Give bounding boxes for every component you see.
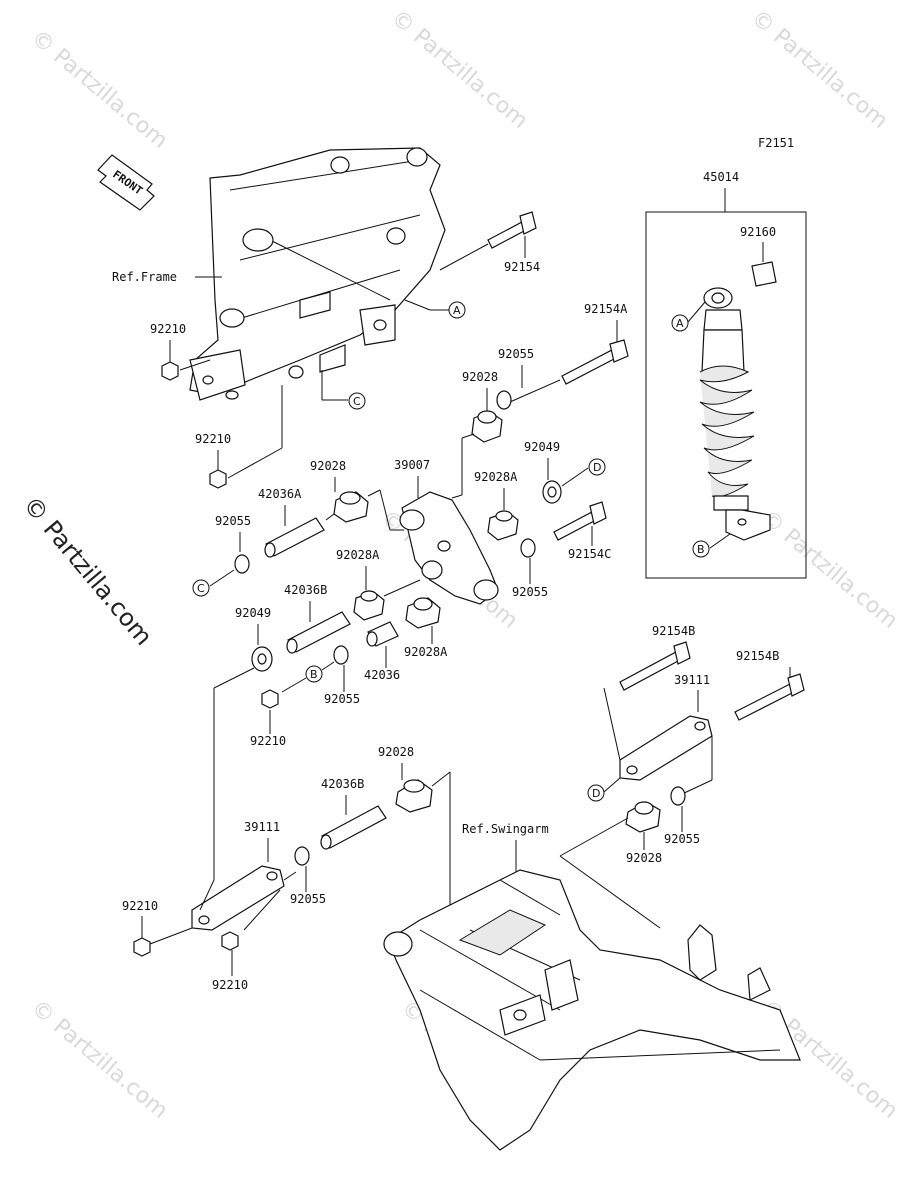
collar-92160 <box>751 261 777 287</box>
front-arrow: FRONT <box>97 154 155 211</box>
callout-a-frame-text: A <box>453 304 461 317</box>
washer-92055-b <box>520 538 536 558</box>
shock-group-box <box>645 211 807 579</box>
part-label-42036b-a: 42036B <box>284 583 327 597</box>
washer-92055-d <box>333 645 349 665</box>
part-label-39007: 39007 <box>394 458 430 472</box>
callout-c-left <box>192 579 210 597</box>
nut-92210-b <box>209 469 227 489</box>
callout-a-shock <box>671 314 689 332</box>
bushing-92028-a <box>471 410 503 443</box>
part-label-92055-d: 92055 <box>324 692 360 706</box>
part-label-92154b-a: 92154B <box>652 624 695 638</box>
part-label-45014: 45014 <box>703 170 739 184</box>
callout-c-frame-text: C <box>353 395 361 408</box>
callout-c-frame <box>348 392 366 410</box>
part-label-92028-right: 92028 <box>626 851 662 865</box>
shock-absorber <box>699 287 771 541</box>
callout-d-rocker-text: D <box>593 461 601 474</box>
part-label-92028a-c: 92028A <box>404 645 448 659</box>
rocker-arm-39007 <box>399 491 499 605</box>
part-label-92049-b: 92049 <box>235 606 271 620</box>
part-label-92154a: 92154A <box>584 302 628 316</box>
bushing-92028a-c <box>405 597 441 629</box>
bushing-92028-c <box>395 779 433 813</box>
part-label-92160: 92160 <box>740 225 776 239</box>
part-label-39111-b: 39111 <box>244 820 280 834</box>
part-label-92154b-b: 92154B <box>736 649 779 663</box>
bolt-92154c <box>553 501 607 541</box>
nut-92210-d <box>133 937 151 957</box>
callout-d-rocker <box>588 458 606 476</box>
frame-drawing <box>189 147 446 401</box>
swingarm-drawing <box>383 869 801 1151</box>
nut-92210-a <box>161 361 179 381</box>
bushing-92028-b <box>333 491 369 523</box>
bolt-92154 <box>439 211 537 271</box>
washer-92055-c <box>234 554 250 574</box>
part-label-92055-c: 92055 <box>215 514 251 528</box>
watermark-1: © Partzilla.com <box>26 25 172 153</box>
part-label-92028-c: 92028 <box>378 745 414 759</box>
watermark-3: © Partzilla.com <box>746 5 892 133</box>
bushing-92028a-a <box>487 510 519 541</box>
callout-b-middle-text: B <box>310 668 318 681</box>
part-label-92210-e: 92210 <box>212 978 248 992</box>
side-watermark: © Partzilla.com <box>17 491 157 651</box>
bolt-92154b-b <box>734 673 805 721</box>
part-label-92210-b: 92210 <box>195 432 231 446</box>
nut-92210-c <box>261 689 279 709</box>
part-label-92154: 92154 <box>504 260 540 274</box>
callout-c-left-text: C <box>197 582 205 595</box>
washer-92055-e <box>670 786 686 806</box>
part-label-92028-a: 92028 <box>462 370 498 384</box>
part-label-92028a-b: 92028A <box>336 548 380 562</box>
part-label-92154c: 92154C <box>568 547 611 561</box>
callout-b-middle <box>305 665 323 683</box>
part-label-92028-b: 92028 <box>310 459 346 473</box>
callout-d-right-text: D <box>592 787 600 800</box>
watermark-6: © Partzilla.com <box>26 995 172 1123</box>
sleeve-42036a <box>264 517 325 558</box>
part-label-92055-e: 92055 <box>664 832 700 846</box>
nut-92210-e <box>221 931 239 951</box>
callout-b-shock <box>692 540 710 558</box>
part-label-92210-a: 92210 <box>150 322 186 336</box>
part-label-92210-c: 92210 <box>250 734 286 748</box>
part-label-42036b-b: 42036B <box>321 777 364 791</box>
part-label-92055-f: 92055 <box>290 892 326 906</box>
sleeve-42036 <box>366 621 399 647</box>
bushing-92028a-b <box>353 590 385 621</box>
ref-swingarm-label: Ref.Swingarm <box>462 822 549 836</box>
washer-92055-f <box>294 846 310 866</box>
figure-code: F2151 <box>758 136 794 150</box>
sleeve-42036b-b <box>320 805 387 850</box>
bolt-92154b-a <box>619 641 691 691</box>
sleeve-42036b-a <box>286 611 351 654</box>
callout-b-shock-text: B <box>697 543 705 556</box>
watermark-5: © Partzilla.com <box>756 505 902 633</box>
bolt-92154a <box>561 339 629 385</box>
part-label-92049-a: 92049 <box>524 440 560 454</box>
tie-rod-39111-right <box>619 715 713 781</box>
callout-a-shock-text: A <box>676 317 684 330</box>
washer-92055-a <box>496 390 512 410</box>
part-label-92028a-a: 92028A <box>474 470 518 484</box>
callout-a-frame <box>448 301 466 319</box>
part-label-92055-b: 92055 <box>512 585 548 599</box>
callout-d-right <box>587 784 605 802</box>
watermark-2: © Partzilla.com <box>386 5 532 133</box>
part-label-39111-a: 39111 <box>674 673 710 687</box>
part-label-42036a: 42036A <box>258 487 302 501</box>
part-label-92055-a: 92055 <box>498 347 534 361</box>
part-label-92210-d: 92210 <box>122 899 158 913</box>
part-label-42036: 42036 <box>364 668 400 682</box>
ref-frame-label: Ref.Frame <box>112 270 177 284</box>
bushing-92028-right <box>625 801 661 833</box>
